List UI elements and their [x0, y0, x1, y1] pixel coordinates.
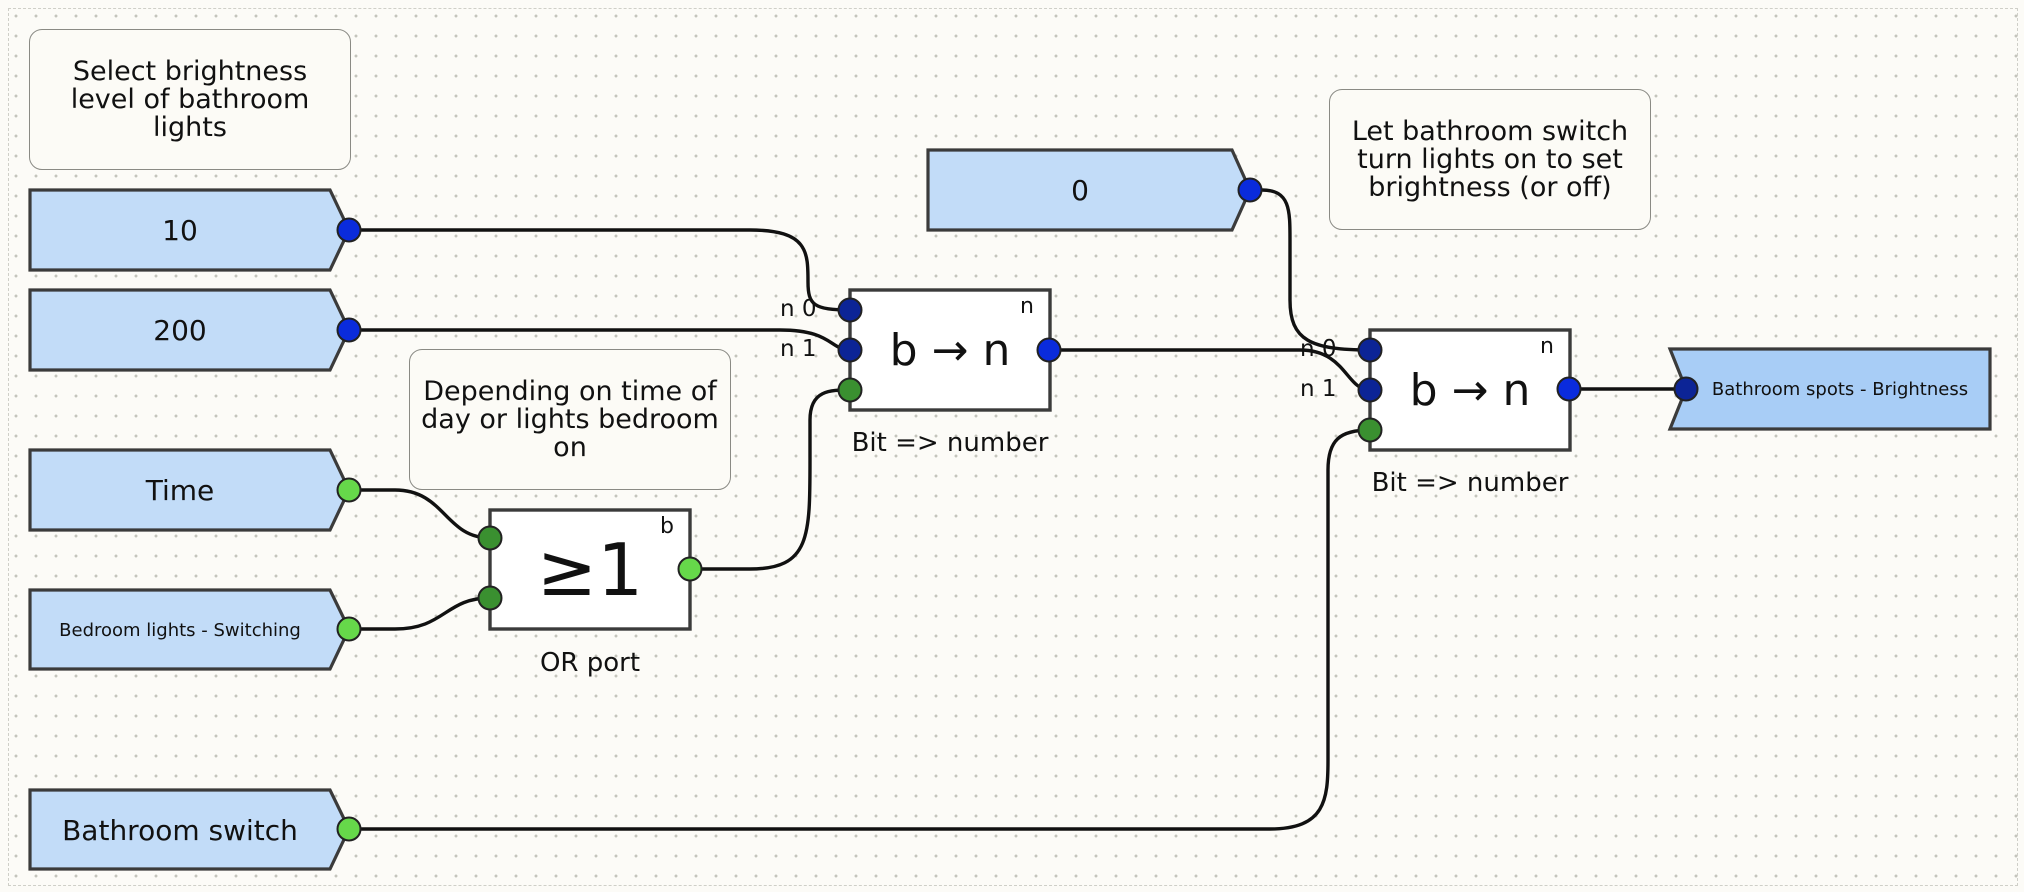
input-shape-bathroom-switch[interactable]: [28, 788, 351, 871]
port-or-input-2[interactable]: [477, 585, 503, 611]
bn1-type-indicator: n: [1020, 294, 1034, 319]
port-time-output[interactable]: [336, 477, 362, 503]
port-or-input-1[interactable]: [477, 525, 503, 551]
port-bn1-n1[interactable]: [837, 337, 863, 363]
wire-200-to-bn1-n1[interactable]: [347, 328, 852, 352]
bn1-pin-label-n0: n 0: [780, 296, 817, 322]
comment-let-bathroom-switch[interactable]: Let bathroom switch turn lights on to se…: [1329, 89, 1651, 230]
port-bn1-enable[interactable]: [837, 377, 863, 403]
input-shape-10[interactable]: [28, 188, 351, 272]
bn2-pin-label-n0: n 0: [1300, 336, 1337, 362]
wire-time-to-or[interactable]: [347, 488, 492, 540]
port-bn2-n1[interactable]: [1357, 377, 1383, 403]
port-or-output[interactable]: [677, 556, 703, 582]
port-output-input[interactable]: [1673, 376, 1699, 402]
port-bn1-n0[interactable]: [837, 297, 863, 323]
bn2-pin-label-n1: n 1: [1300, 376, 1337, 402]
port-bedroom-output[interactable]: [336, 616, 362, 642]
port-200-output[interactable]: [336, 317, 362, 343]
port-10-output[interactable]: [336, 217, 362, 243]
input-shape-time[interactable]: [28, 448, 351, 532]
or-caption: OR port: [539, 648, 641, 678]
input-shape-bedroom[interactable]: [28, 588, 351, 671]
port-0-output[interactable]: [1237, 177, 1263, 203]
canvas-frame: [8, 8, 2018, 886]
or-type-indicator: b: [660, 514, 674, 539]
bn2-type-indicator: n: [1540, 334, 1554, 359]
bn1-pin-label-n1: n 1: [780, 336, 817, 362]
wire-bedroom-to-or[interactable]: [347, 596, 492, 631]
bn1-caption: Bit => number: [851, 428, 1049, 458]
port-bn2-enable[interactable]: [1357, 417, 1383, 443]
comment-depending-on-time[interactable]: Depending on time of day or lights bedro…: [409, 349, 731, 490]
bn2-caption: Bit => number: [1371, 468, 1569, 498]
port-bn2-n0[interactable]: [1357, 337, 1383, 363]
port-bn2-output[interactable]: [1556, 376, 1582, 402]
wire-10-to-bn1-n0[interactable]: [347, 228, 852, 312]
wire-0-to-bn2-n0[interactable]: [1248, 188, 1372, 352]
output-shape-bathroom-spots[interactable]: [1667, 347, 1992, 431]
comment-select-brightness[interactable]: Select brightness level of bathroom ligh…: [29, 29, 351, 170]
input-shape-200[interactable]: [28, 288, 351, 372]
wire-or-to-bn1-enable[interactable]: [688, 388, 852, 571]
input-shape-0[interactable]: [926, 148, 1252, 232]
port-bathroom-switch-output[interactable]: [336, 816, 362, 842]
wire-bathroom-switch-to-bn2-enable[interactable]: [347, 428, 1372, 831]
port-bn1-output[interactable]: [1036, 337, 1062, 363]
